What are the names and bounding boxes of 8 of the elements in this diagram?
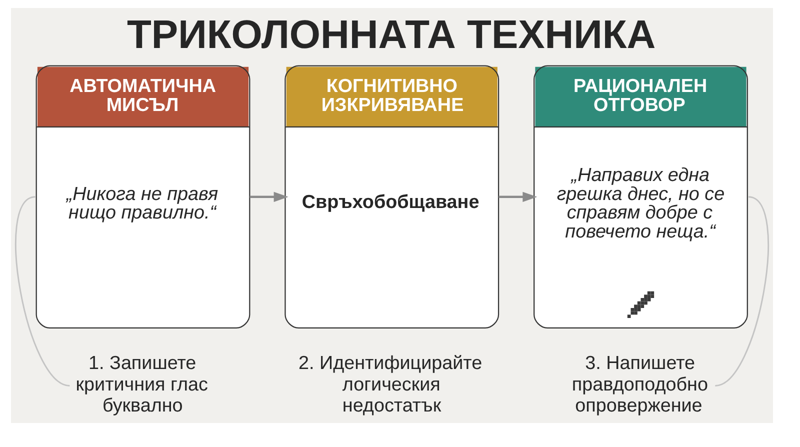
node-text: 2. Идентифицирайте логическия недостатък — [298, 353, 482, 416]
node-text: 3. Напишете правдоподобно опровержение — [572, 353, 708, 416]
diagram-title: ТРИКОЛОННАТА ТЕХНИКА — [127, 12, 656, 57]
arrow — [498, 192, 538, 202]
arrow — [250, 192, 288, 202]
node-text: 1. Запишете критичния глас буквално — [76, 353, 208, 416]
connector — [15, 196, 70, 386]
connector — [714, 196, 769, 386]
